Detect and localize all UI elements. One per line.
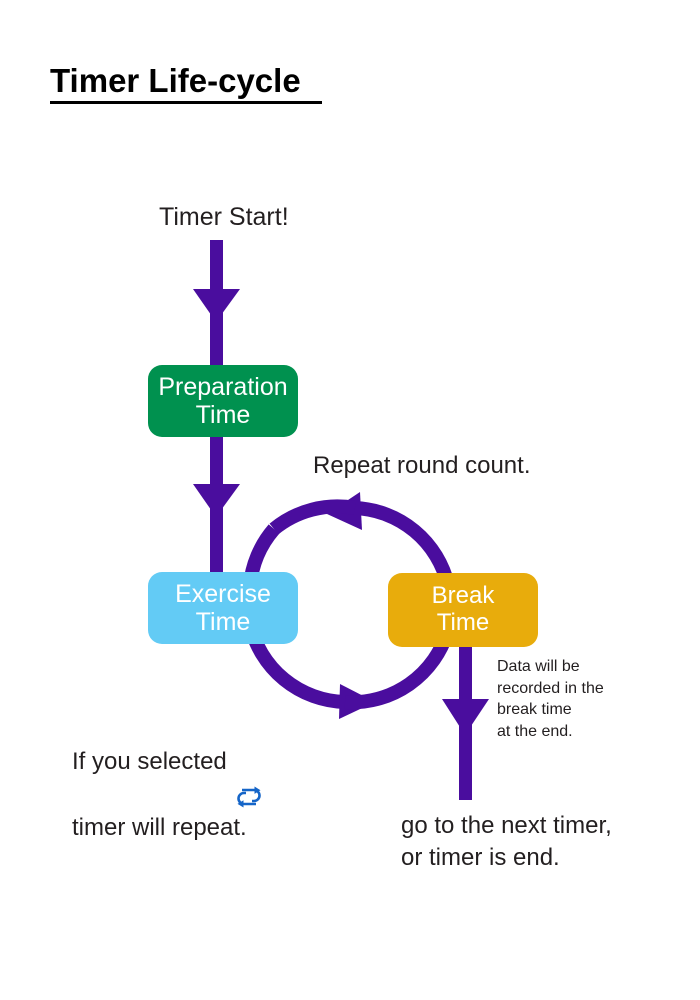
node-exercise-label: Exercise Time [175, 580, 271, 636]
label-go-to-next-timer: go to the next timer, or timer is end. [401, 812, 612, 871]
node-preparation-time[interactable]: Preparation Time [148, 365, 298, 437]
arrow2-head [193, 484, 240, 517]
arrow-break-to-next [442, 642, 489, 800]
label-timer-start: Timer Start! [159, 203, 289, 231]
repeat-loop-icon [234, 751, 264, 808]
node-preparation-label: Preparation Time [158, 373, 288, 429]
node-exercise-time[interactable]: Exercise Time [148, 572, 298, 644]
title-underline [50, 100, 322, 104]
label-repeat-note: If you selected timer will repeat. [72, 712, 264, 878]
loop-arc-top [354, 501, 455, 587]
label-repeat-note-line2: timer will repeat. [72, 814, 247, 842]
node-break-label: Break Time [431, 582, 495, 636]
label-repeat-round-count: Repeat round count. [313, 452, 531, 479]
arrow3-head [442, 699, 489, 735]
loop-arc-top-left [269, 499, 357, 535]
page-title: Timer Life-cycle [50, 62, 310, 99]
arrow-start-to-preparation [193, 240, 240, 370]
label-repeat-note-line1: If you selected [72, 745, 264, 808]
arrow1-head [193, 289, 240, 322]
title-block: Timer Life-cycle [50, 62, 322, 104]
label-data-recorded-note: Data will be recorded in the break time … [497, 658, 604, 740]
label-repeat-note-text-before: If you selected [72, 748, 227, 776]
node-break-time[interactable]: Break Time [388, 573, 538, 647]
arrow-preparation-to-exercise [193, 432, 240, 582]
